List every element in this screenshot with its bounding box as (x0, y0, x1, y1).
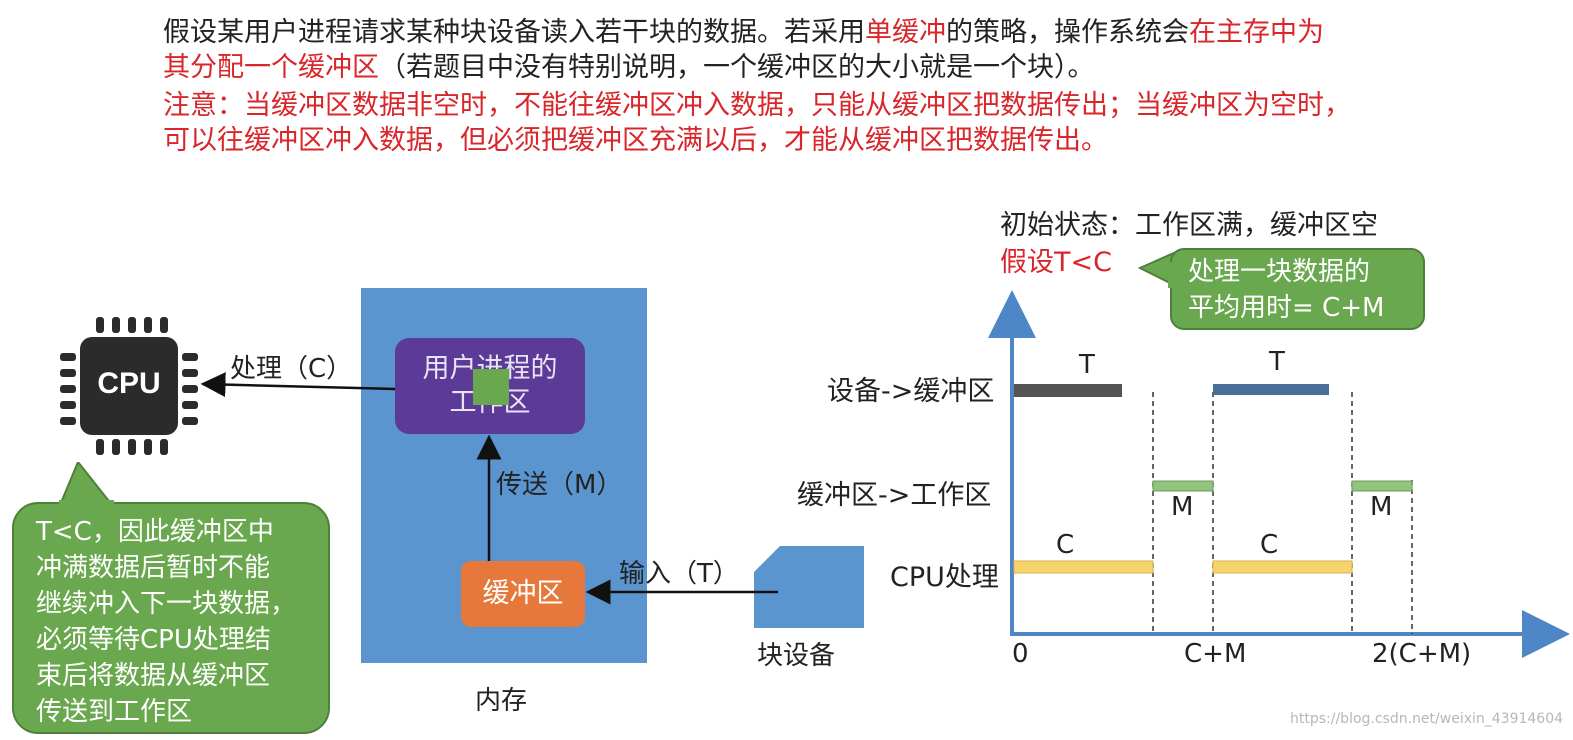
note-line-1: 注意：当缓冲区数据非空时，不能往缓冲区冲入数据，只能从缓冲区把数据传出；当缓冲区… (163, 90, 1351, 121)
block-device-label: 块设备 (757, 641, 836, 671)
row-label-buffer-to-workarea: 缓冲区->工作区 (797, 480, 992, 511)
process-label: 处理（C） (230, 354, 353, 384)
x-tick-2-c-plus-m: 2(C+M) (1372, 639, 1472, 669)
memory-label: 内存 (475, 686, 528, 716)
x-tick-0: 0 (1012, 639, 1029, 669)
cpu-chip-icon: CPU (58, 315, 200, 457)
note-bubble: T<C，因此缓冲区中 冲满数据后暂时不能 继续冲入下一块数据， 必须等待CPU处… (12, 502, 330, 734)
avg-time-line-1: 处理一块数据的 (1188, 257, 1371, 287)
intro-line-1: 假设某用户进程请求某种块设备读入若干块的数据。若采用单缓冲的策略，操作系统会在主… (163, 15, 1483, 50)
bar-buffer-to-workarea-2 (1351, 480, 1413, 492)
note-bubble-line: 继续冲入下一块数据， (36, 589, 297, 619)
note-bubble-line: 冲满数据后暂时不能 (36, 553, 271, 583)
data-block-in-workarea (473, 369, 509, 405)
segment-label-T: T (1079, 350, 1095, 380)
left-diagram-arrows (200, 372, 778, 605)
avg-time-line-2: 平均用时= C+M (1188, 293, 1385, 323)
note-bubble-line: 束后将数据从缓冲区 (36, 661, 271, 691)
main-memory-highlight: 在主存中为 (1189, 17, 1324, 48)
note-bubble-line: 传送到工作区 (36, 697, 193, 727)
bar-cpu-process-1 (1013, 560, 1154, 574)
segment-label-C: C (1260, 530, 1279, 560)
note-paragraph: 注意：当缓冲区数据非空时，不能往缓冲区冲入数据，只能从缓冲区把数据传出；当缓冲区… (163, 88, 1493, 158)
intro-line-2: 其分配一个缓冲区（若题目中没有特别说明，一个缓冲区的大小就是一个块）。 (163, 50, 1483, 85)
watermark: https://blog.csdn.net/weixin_43914604 (1290, 711, 1564, 727)
intro-paragraph: 假设某用户进程请求某种块设备读入若干块的数据。若采用单缓冲的策略，操作系统会在主… (163, 15, 1483, 85)
buffer-label: 缓冲区 (482, 578, 564, 609)
user-process-workarea: 用户进程的 工作区 (395, 338, 585, 434)
input-label: 输入（T） (619, 559, 739, 589)
segment-label-M: M (1171, 492, 1194, 522)
allocate-buffer-highlight: 其分配一个缓冲区 (163, 52, 379, 83)
block-device-icon (754, 546, 864, 628)
segment-label-T: T (1269, 347, 1285, 377)
note-bubble-line: 必须等待CPU处理结 (36, 625, 271, 655)
initial-state-text: 初始状态：工作区满，缓冲区空 (1000, 210, 1378, 241)
intro-text: （若题目中没有特别说明，一个缓冲区的大小就是一个块）。 (379, 52, 1095, 83)
buffer-box: 缓冲区 (461, 561, 585, 627)
bar-buffer-to-workarea-1 (1152, 480, 1214, 492)
segment-label-C: C (1056, 530, 1075, 560)
single-buffer-highlight: 单缓冲 (865, 17, 946, 48)
bar-device-to-buffer-2 (1213, 384, 1329, 395)
row-label-device-to-buffer: 设备->缓冲区 (827, 376, 995, 407)
assumption-text: 假设T<C (1000, 247, 1112, 278)
cpu-label: CPU (97, 367, 161, 400)
row-label-cpu-process: CPU处理 (890, 562, 999, 593)
bar-device-to-buffer-1 (1014, 384, 1122, 397)
segment-label-M: M (1370, 492, 1393, 522)
intro-text: 的策略，操作系统会 (946, 17, 1189, 48)
note-bubble-line: T<C，因此缓冲区中 (36, 517, 274, 547)
transfer-label: 传送（M） (496, 470, 623, 500)
avg-time-bubble: 处理一块数据的 平均用时= C+M (1170, 248, 1425, 330)
x-tick-c-plus-m: C+M (1184, 639, 1247, 669)
note-line-2: 可以往缓冲区冲入数据，但必须把缓冲区充满以后，才能从缓冲区把数据传出。 (163, 125, 1108, 156)
workarea-to-cpu-arrow (200, 372, 396, 398)
bar-cpu-process-2 (1212, 560, 1353, 574)
intro-text: 假设某用户进程请求某种块设备读入若干块的数据。若采用 (163, 17, 865, 48)
